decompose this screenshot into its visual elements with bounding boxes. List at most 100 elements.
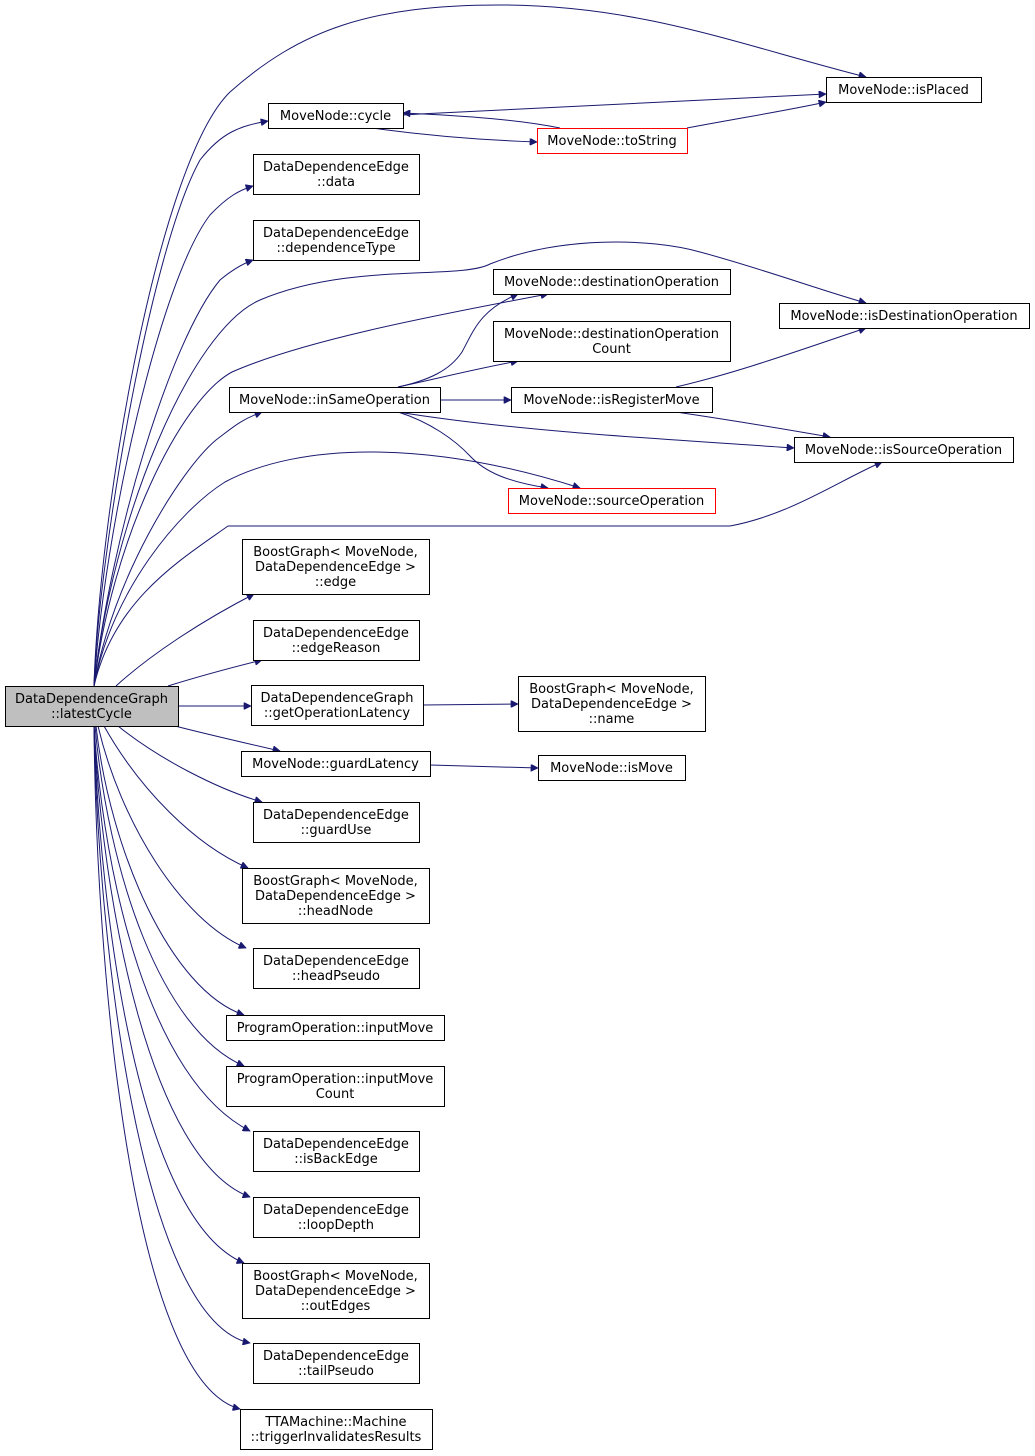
node-edge[interactable]: BoostGraph< MoveNode,DataDependenceEdge … [242,539,430,595]
node-box-dependenceType [253,220,420,261]
node-label-data-line-0: DataDependenceEdge [263,160,409,175]
node-label-toString-line-0: MoveNode::toString [547,134,676,149]
node-label-isBackEdge-line-1: ::isBackEdge [294,1152,377,1167]
edge-root-to-triggerInvalidatesResults [93,725,240,1409]
node-data[interactable]: DataDependenceEdge::data [253,154,420,195]
edge-root-to-edge [115,593,254,687]
node-label-name-line-2: ::name [589,712,635,727]
node-label-destinationOperationCount-line-1: Count [592,342,631,357]
nodes-layer: DataDependenceGraph::latestCycleMoveNode… [5,77,1030,1450]
node-box-isPlaced [826,77,982,103]
node-label-dependenceType-line-0: DataDependenceEdge [263,226,409,241]
node-toString[interactable]: MoveNode::toString [537,128,688,154]
node-label-getOperationLatency-line-1: ::getOperationLatency [264,706,410,721]
node-isSourceOperation[interactable]: MoveNode::isSourceOperation [794,437,1014,463]
edge-root-to-inSameOperation [93,412,262,687]
node-label-root-line-1: ::latestCycle [51,707,132,722]
node-label-name-line-1: DataDependenceEdge > [531,697,692,712]
node-label-outEdges-line-2: ::outEdges [301,1299,371,1314]
node-getOperationLatency[interactable]: DataDependenceGraph::getOperationLatency [251,685,424,726]
edge-toString-to-isPlaced [686,102,826,129]
node-box-isDestinationOperation [779,303,1030,329]
node-edgeReason[interactable]: DataDependenceEdge::edgeReason [253,620,420,661]
node-label-headNode-line-2: ::headNode [298,904,373,919]
node-box-isSourceOperation [794,437,1014,463]
node-box-name [518,676,706,732]
node-label-headPseudo-line-1: ::headPseudo [292,969,380,984]
node-headNode[interactable]: BoostGraph< MoveNode,DataDependenceEdge … [242,868,430,924]
node-box-cycle [268,103,404,129]
node-label-cycle-line-0: MoveNode::cycle [280,109,391,124]
node-label-loopDepth-line-1: ::loopDepth [298,1218,374,1233]
node-label-edgeReason-line-1: ::edgeReason [292,641,381,656]
node-sourceOperation[interactable]: MoveNode::sourceOperation [508,488,716,514]
edge-root-to-dependenceType [93,260,253,687]
node-box-destinationOperationCount [493,321,731,362]
node-cycle[interactable]: MoveNode::cycle [268,103,404,129]
node-box-destinationOperation [493,269,731,295]
node-outEdges[interactable]: BoostGraph< MoveNode,DataDependenceEdge … [242,1263,430,1319]
node-isPlaced[interactable]: MoveNode::isPlaced [826,77,982,103]
node-loopDepth[interactable]: DataDependenceEdge::loopDepth [253,1197,420,1238]
node-dependenceType[interactable]: DataDependenceEdge::dependenceType [253,220,420,261]
node-label-edgeReason-line-0: DataDependenceEdge [263,626,409,641]
edge-inSameOperation-to-sourceOperation [397,411,548,488]
node-name[interactable]: BoostGraph< MoveNode,DataDependenceEdge … [518,676,706,732]
node-triggerInvalidatesResults[interactable]: TTAMachine::Machine::triggerInvalidatesR… [240,1409,433,1450]
edge-root-to-loopDepth [93,725,250,1197]
node-box-toString [537,128,688,154]
node-label-edge-line-1: DataDependenceEdge > [255,560,416,575]
node-box-edge [242,539,430,595]
edge-toString-to-cycle [403,113,561,129]
edge-root-to-destinationOperation [93,294,548,687]
edge-root-to-isDestinationOperation [93,241,866,687]
node-label-sourceOperation-line-0: MoveNode::sourceOperation [519,494,704,509]
node-label-headNode-line-0: BoostGraph< MoveNode, [253,874,418,889]
node-box-guardLatency [241,751,431,777]
node-label-outEdges-line-1: DataDependenceEdge > [255,1284,416,1299]
node-isRegisterMove[interactable]: MoveNode::isRegisterMove [511,387,713,413]
node-guardUse[interactable]: DataDependenceEdge::guardUse [253,802,420,843]
edge-root-to-outEdges [93,725,244,1263]
node-inputMove[interactable]: ProgramOperation::inputMove [226,1015,445,1041]
node-isBackEdge[interactable]: DataDependenceEdge::isBackEdge [253,1131,420,1172]
node-isDestinationOperation[interactable]: MoveNode::isDestinationOperation [779,303,1030,329]
node-inSameOperation[interactable]: MoveNode::inSameOperation [229,387,441,413]
edge-inSameOperation-to-isSourceOperation [397,411,794,448]
node-label-tailPseudo-line-0: DataDependenceEdge [263,1349,409,1364]
node-guardLatency[interactable]: MoveNode::guardLatency [241,751,431,777]
node-box-root [5,686,179,727]
node-root[interactable]: DataDependenceGraph::latestCycle [5,686,179,727]
node-label-root-line-0: DataDependenceGraph [15,692,168,707]
node-label-tailPseudo-line-1: ::tailPseudo [298,1364,374,1379]
node-label-isRegisterMove-line-0: MoveNode::isRegisterMove [523,393,699,408]
edge-inSameOperation-to-destinationOperationCount [397,361,518,388]
edge-root-to-guardUse [117,725,262,802]
node-box-inputMove [226,1015,445,1041]
node-label-inputMoveCount-line-1: Count [316,1087,355,1102]
edge-root-to-guardLatency [174,725,280,751]
node-label-guardUse-line-1: ::guardUse [301,823,372,838]
edge-root-to-edgeReason [167,660,262,687]
edges-layer [93,4,882,1409]
node-box-headPseudo [253,948,420,989]
edge-root-to-headNode [103,725,248,868]
node-label-inputMoveCount-line-0: ProgramOperation::inputMove [237,1072,434,1087]
node-headPseudo[interactable]: DataDependenceEdge::headPseudo [253,948,420,989]
edge-root-to-cycle [93,121,268,687]
edge-inSameOperation-to-destinationOperation [397,294,518,388]
node-label-isSourceOperation-line-0: MoveNode::isSourceOperation [805,443,1002,458]
node-label-data-line-1: ::data [317,175,355,190]
node-label-getOperationLatency-line-0: DataDependenceGraph [260,691,413,706]
node-destinationOperation[interactable]: MoveNode::destinationOperation [493,269,731,295]
node-tailPseudo[interactable]: DataDependenceEdge::tailPseudo [253,1343,420,1384]
node-isMove[interactable]: MoveNode::isMove [538,755,686,781]
node-box-getOperationLatency [251,685,424,726]
node-label-edge-line-2: ::edge [315,575,356,590]
node-box-isRegisterMove [511,387,713,413]
edge-isRegisterMove-to-isSourceOperation [675,411,830,437]
node-label-headPseudo-line-0: DataDependenceEdge [263,954,409,969]
